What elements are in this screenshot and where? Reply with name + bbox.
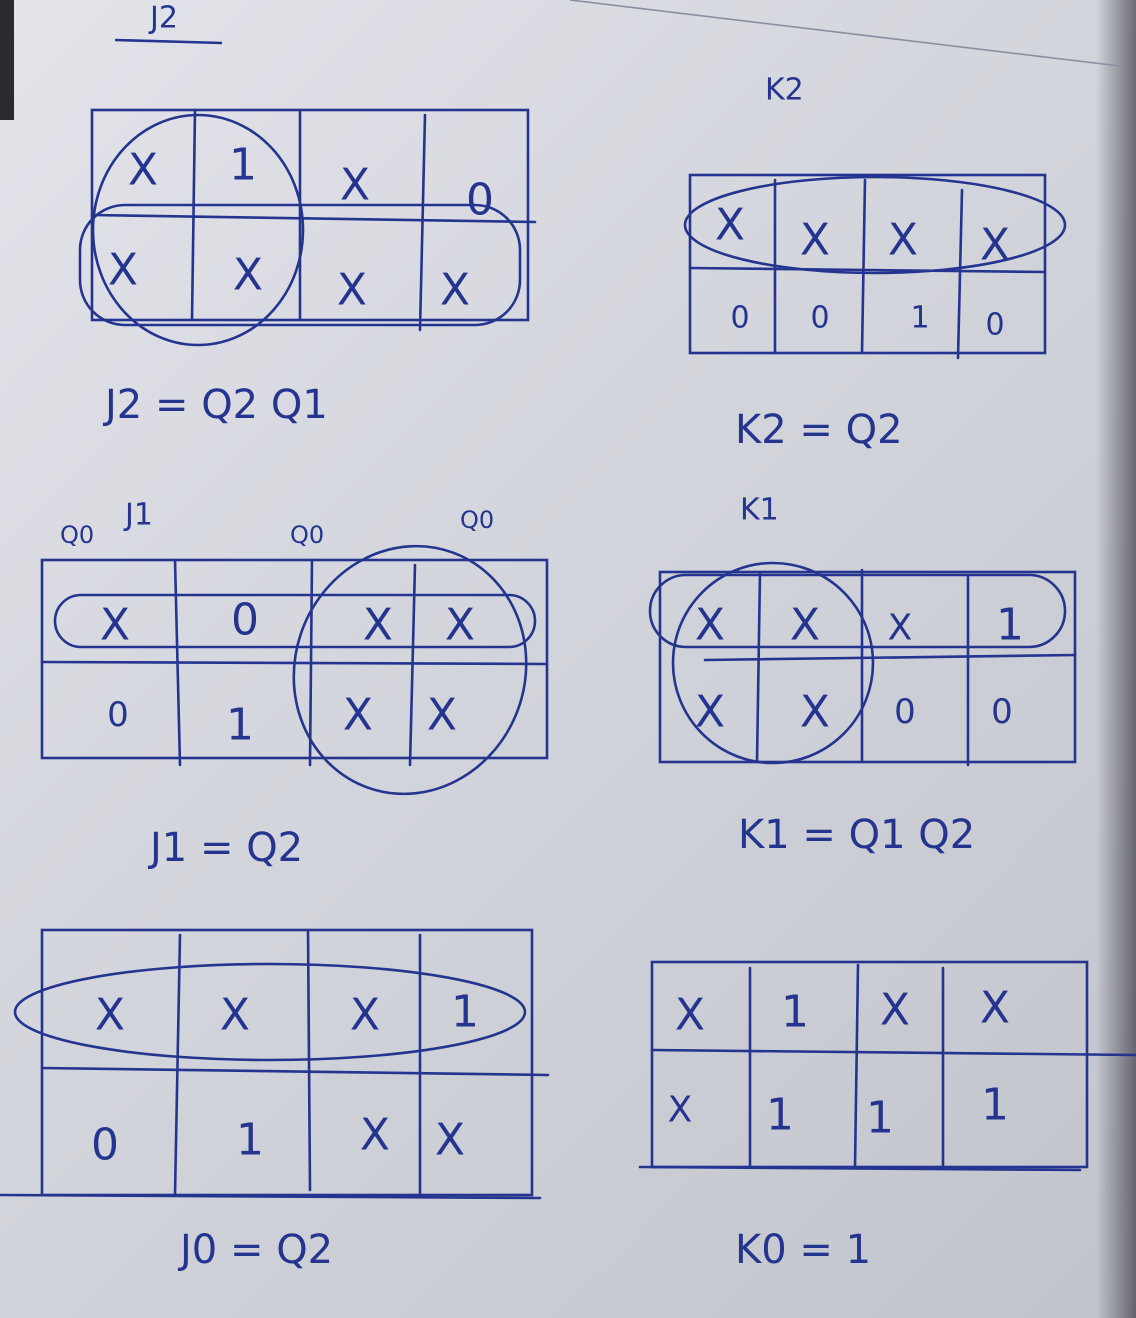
kmap-j1-loop-square <box>292 544 528 796</box>
kmap-j2-cell: X <box>233 250 263 301</box>
kmap-j2-cell: X <box>340 160 370 211</box>
kmap-k2-title: K2 <box>765 73 804 108</box>
kmap-j1-col-label: Q0 <box>460 506 494 534</box>
kmap-j0-cell: X <box>95 990 125 1041</box>
kmap-k2-cell: 0 <box>810 301 829 336</box>
kmap-k0-equation: K0 = 1 <box>735 1227 871 1273</box>
kmap-k1-cell: X <box>800 687 830 738</box>
page-shadow <box>1096 0 1136 1318</box>
kmap-k2-cell: X <box>715 200 745 251</box>
kmap-j0-cell: 1 <box>236 1115 264 1166</box>
kmap-j1-title: J1 <box>123 498 153 533</box>
kmap-k2: K2 X X X X 0 0 1 0 K2 = Q2 <box>683 73 1067 453</box>
kmap-j1-cell: X <box>445 600 475 651</box>
kmap-k2-equation: K2 = Q2 <box>735 407 903 453</box>
kmap-j2-cell: 0 <box>466 175 494 226</box>
kmap-k1-loop-square <box>671 561 875 765</box>
kmap-j0-cell: 1 <box>451 987 479 1038</box>
kmap-j2-cell: 1 <box>229 140 257 191</box>
kmap-k1-cell: X <box>695 600 725 651</box>
kmap-j1-cell: X <box>343 690 373 741</box>
kmap-k0-cell: X <box>980 983 1010 1034</box>
kmap-j1-cell: 0 <box>107 695 129 735</box>
kmap-k0-cell: X <box>880 985 910 1036</box>
kmap-k0-cell: 1 <box>866 1093 894 1144</box>
kmap-j1-equation: J1 = Q2 <box>147 825 303 871</box>
kmap-k1: K1 X X X 1 X X 0 0 K1 = Q1 Q2 <box>648 493 1077 858</box>
kmap-j0-cell: X <box>360 1110 390 1161</box>
kmap-k1-cell: X <box>695 687 725 738</box>
kmap-k0-cell: X <box>668 1090 693 1131</box>
kmap-k1-cell: X <box>790 600 820 651</box>
kmap-k0-cell: 1 <box>766 1090 794 1141</box>
kmap-k0-cell: 1 <box>981 1080 1009 1131</box>
kmap-j0-cell: X <box>435 1115 465 1166</box>
kmap-j1-cell: X <box>427 690 457 741</box>
kmap-j2-grid <box>90 108 537 332</box>
kmap-k0: X 1 X X X 1 1 1 K0 = 1 <box>638 960 1136 1273</box>
kmap-j0-grid <box>0 928 550 1200</box>
kmap-j2: X 1 X 0 X X X X J2 = Q2 Q1 <box>78 108 537 428</box>
kmap-k1-cell: 0 <box>991 692 1013 732</box>
kmap-j1-col-label: Q0 <box>290 521 324 549</box>
kmap-k1-title: K1 <box>740 493 779 528</box>
kmap-j0-loop-row <box>13 962 527 1062</box>
kmap-k2-loop-row <box>683 175 1067 275</box>
kmap-k2-cell: X <box>980 220 1010 271</box>
heading-underline <box>114 38 223 45</box>
kmap-j0: X X X 1 0 1 X X J0 = Q2 <box>0 928 550 1273</box>
kmap-k1-cell: 0 <box>894 692 916 732</box>
kmap-j1-cell: X <box>363 600 393 651</box>
top-heading: J2 <box>148 1 178 36</box>
kmap-k2-cell: 0 <box>985 308 1004 343</box>
kmap-j0-cell: 0 <box>91 1120 119 1171</box>
kmap-j2-cell: X <box>337 265 367 316</box>
kmap-k2-grid <box>688 173 1047 360</box>
paper-rule-line <box>569 0 1121 67</box>
kmap-k2-cell: 0 <box>730 301 749 336</box>
kmap-k2-cell: X <box>800 215 830 266</box>
kmap-k0-cell: X <box>675 990 705 1041</box>
kmap-j1-col-label: Q0 <box>60 521 94 549</box>
kmap-j1: Q0 J1 Q0 Q0 X 0 X X 0 1 X X J1 = Q2 <box>40 498 549 871</box>
kmap-j1-cell: X <box>100 600 130 651</box>
kmap-k1-grid <box>658 568 1077 767</box>
kmap-j2-cell: X <box>440 265 470 316</box>
kmap-j1-cell: 1 <box>226 700 254 751</box>
kmap-k0-cell: 1 <box>781 987 809 1038</box>
kmap-k1-equation: K1 = Q1 Q2 <box>738 812 975 858</box>
kmap-k2-cell: 1 <box>910 301 929 336</box>
kmap-j2-equation: J2 = Q2 Q1 <box>102 382 328 428</box>
kmap-j0-cell: X <box>350 990 380 1041</box>
kmap-j0-equation: J0 = Q2 <box>177 1227 333 1273</box>
kmap-k1-cell: 1 <box>996 600 1024 651</box>
kmap-j2-cell: X <box>128 145 158 196</box>
kmap-j2-loop-square <box>91 113 305 347</box>
kmap-k1-loop-row <box>648 573 1067 649</box>
kmap-k2-cell: X <box>888 215 918 266</box>
kmap-j1-cell: 0 <box>231 595 259 646</box>
kmap-j0-cell: X <box>220 990 250 1041</box>
kmap-j2-loop-row <box>78 203 522 327</box>
kmap-j1-loop-row <box>53 593 537 649</box>
kmap-k1-cell: X <box>888 608 913 649</box>
kmap-k0-grid <box>638 960 1136 1172</box>
kmap-j2-cell: X <box>108 245 138 296</box>
background-edge <box>0 0 14 120</box>
